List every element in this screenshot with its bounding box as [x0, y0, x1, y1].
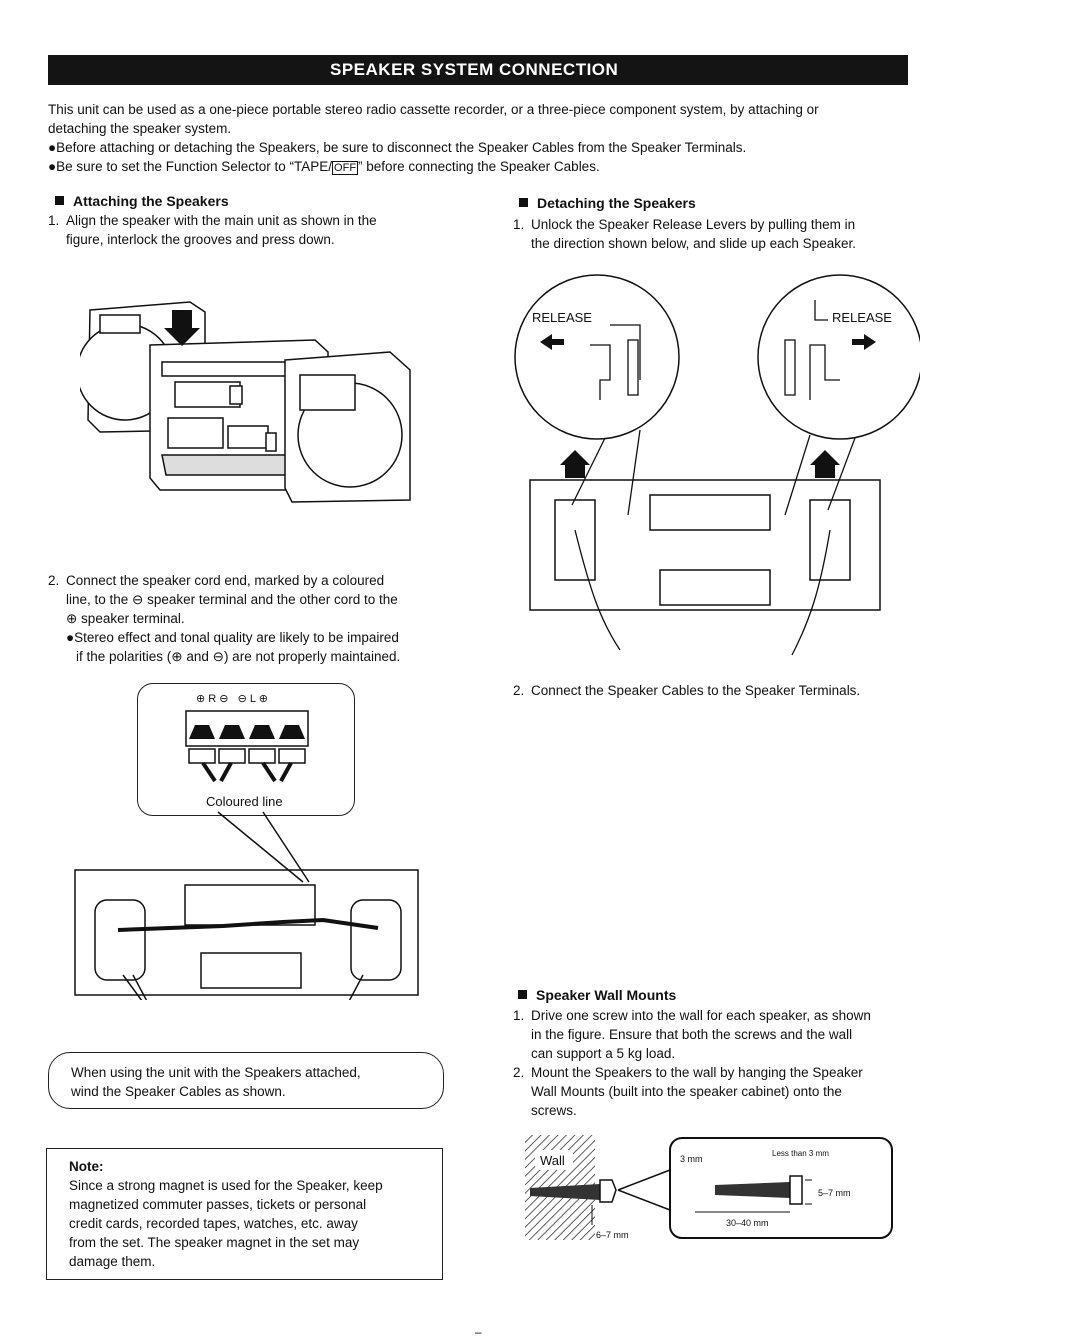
dim-less-label: Less than 3 mm	[772, 1149, 829, 1158]
rear-unit-illustration	[74, 811, 419, 1000]
terminal-polarity-labels: ⊕ R ⊖ ⊖ L ⊕	[196, 693, 268, 705]
dim-30-40-label: 30–40 mm	[726, 1218, 769, 1228]
release-label-left: RELEASE	[532, 310, 592, 325]
intro-bullet-2: ●Be sure to set the Function Selector to…	[48, 159, 600, 175]
detaching-heading: Detaching the Speakers	[519, 194, 696, 212]
wall-mounts-heading: Speaker Wall Mounts	[518, 986, 676, 1004]
wall-label: Wall	[540, 1153, 565, 1168]
off-boxed-label: OFF	[332, 161, 359, 175]
coloured-line-label: Coloured line	[206, 794, 283, 809]
page-mark: –	[475, 1325, 482, 1339]
attaching-step-2: 2. Connect the speaker cord end, marked …	[48, 573, 401, 664]
detaching-step-2: 2.Connect the Speaker Cables to the Spea…	[513, 683, 861, 698]
terminal-callout: ⊕ R ⊖ ⊖ L ⊕ Coloured line	[137, 683, 355, 816]
attaching-step-1: 1. Align the speaker with the main unit …	[48, 213, 377, 247]
dim-6-7-label: 6–7 mm	[596, 1230, 629, 1240]
detaching-step-1: 1. Unlock the Speaker Release Levers by …	[513, 217, 856, 251]
square-bullet-icon	[518, 990, 527, 999]
wall-mounts-steps: 1. Drive one screw into the wall for eac…	[513, 1008, 871, 1118]
square-bullet-icon	[519, 198, 528, 207]
page-title: SPEAKER SYSTEM CONNECTION	[48, 55, 908, 85]
release-label-right: RELEASE	[832, 310, 892, 325]
intro-text: This unit can be used as a one-piece por…	[48, 100, 918, 178]
intro-line-1: This unit can be used as a one-piece por…	[48, 102, 819, 117]
dim-5-7-label: 5–7 mm	[818, 1188, 851, 1198]
release-illustration: RELEASE RELEASE	[514, 274, 920, 656]
note-heading: Note:	[69, 1159, 104, 1174]
wall-screw-diagram: Wall 6–7 mm 3 mm Less than 3 mm 5–7 mm 3…	[525, 1135, 893, 1240]
intro-bullet-1: ●Before attaching or detaching the Speak…	[48, 140, 747, 155]
dim-3mm-label: 3 mm	[680, 1154, 703, 1164]
note-box: Note: Since a strong magnet is used for …	[46, 1148, 443, 1280]
boombox-illustration	[80, 301, 411, 503]
attaching-heading: Attaching the Speakers	[55, 192, 229, 210]
square-bullet-icon	[55, 196, 64, 205]
cable-note-callout: When using the unit with the Speakers at…	[48, 1052, 444, 1109]
intro-line-2: detaching the speaker system.	[48, 121, 232, 136]
terminal-icon	[185, 710, 309, 783]
